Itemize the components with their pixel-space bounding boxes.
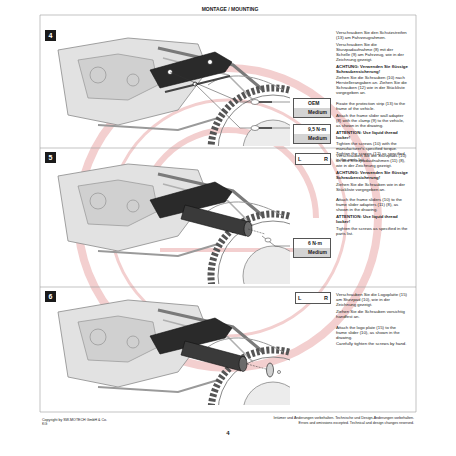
side-letter: L: [298, 154, 301, 164]
step-number: 5: [45, 152, 56, 163]
frame-edge: [416, 15, 417, 412]
step-number: 6: [45, 291, 56, 302]
torque-box: OEMMedium: [293, 98, 331, 118]
header-rule: [40, 15, 416, 16]
page-header: MONTAGE / MOUNTING: [150, 6, 310, 12]
side-letter: R: [324, 293, 328, 303]
instruction-text: Attach the frame slider wall adapter (8)…: [336, 113, 408, 128]
panel-divider: [40, 287, 416, 288]
instruction-text: Ziehen Sie die Schrauben wie in der Stüc…: [336, 182, 408, 192]
threadlock-strength: Medium: [294, 134, 330, 143]
screw: [278, 371, 281, 374]
warning-text: ACHTUNG: Verwenden Sie flüssige Schraube…: [336, 64, 408, 74]
instruction-text: Carefully tighten the screws by hand.: [336, 341, 408, 346]
instruction-text: Fixate the protection strip (13) to the …: [336, 101, 408, 111]
footer-rule: [40, 412, 416, 413]
motorcycle-frame: [58, 300, 290, 405]
screw-symbol: [251, 126, 259, 131]
frame-slider: [181, 341, 245, 371]
step-illustration: [58, 300, 290, 405]
instruction-column: Verschrauben Sie die Logoplatte (15) am …: [336, 292, 408, 348]
frame-slider: [181, 205, 250, 236]
torque-value: 6 N·m: [294, 239, 330, 248]
step-label: 6: [49, 293, 53, 300]
screw-shaft: [259, 102, 272, 128]
leader-lines: [262, 236, 290, 246]
assembly-axis: [247, 364, 266, 369]
disclaimer-note: Errors and omissions excepted. Technical…: [250, 421, 414, 425]
assembly-axis: [248, 229, 265, 234]
torque-value: 9,5 N·m: [294, 125, 330, 134]
torque-box: 6 N·mMedium: [293, 238, 331, 258]
instruction-text: Ziehen Sie die Schrauben (10) nach Herst…: [336, 75, 408, 95]
step-illustration: [58, 38, 290, 146]
step-label: 4: [49, 32, 53, 39]
motorcycle-frame: [58, 164, 290, 284]
side-letter: L: [298, 293, 301, 303]
frame-edge: [40, 15, 41, 412]
screw: [208, 60, 213, 65]
instruction-column: Verschrauben Sie den Schutzstreifen (13)…: [336, 30, 408, 163]
leader-line: [262, 236, 290, 246]
warning-text: ACHTUNG: Verwenden Sie flüssige Schraube…: [336, 170, 408, 180]
step-illustration: [58, 164, 290, 284]
warning-text: ATTENTION: Use liquid thread locker!: [336, 214, 408, 224]
side-icon-box: LR: [295, 292, 331, 304]
instruction-text: Tighten the screws as specified in the p…: [336, 226, 408, 236]
leader-lines: [170, 72, 290, 131]
step-label: 5: [49, 154, 53, 161]
side-letter: R: [324, 154, 328, 164]
motorcycle-frame: [58, 38, 290, 146]
leader-line: [195, 84, 290, 128]
warning-text: ATTENTION: Use liquid thread locker!: [336, 130, 408, 140]
screw-symbol: [251, 100, 259, 105]
threadlock-strength: Medium: [294, 108, 330, 117]
instruction-text: Attach the logo plate (15) to the frame …: [336, 325, 408, 340]
threadlock-strength: Medium: [294, 248, 330, 257]
leader-line: [170, 72, 290, 102]
logo-plate: [267, 363, 274, 377]
instruction-text: Verschrauben Sie den Schutzstreifen (13)…: [336, 30, 408, 40]
slider-adapter: [150, 52, 232, 88]
slider-end: [239, 357, 247, 372]
instruction-text: Verschrauben Sie die Sturzpadaufnahme (8…: [336, 42, 408, 62]
step-number: 4: [45, 30, 56, 41]
instruction-column: Verschrauben Sie die Sturzpads (10) an d…: [336, 153, 408, 237]
torque-value: OEM: [294, 99, 330, 108]
copyright-note: Copyright by SW-MOTECH GmbH & Co. KG: [42, 418, 112, 427]
page-number: 4: [218, 430, 238, 437]
instruction-text: Attach the frame sliders (10) to the fra…: [336, 197, 408, 212]
torque-box: 9,5 N·mMedium: [293, 124, 331, 144]
instruction-text: Verschrauben Sie die Logoplatte (15) am …: [336, 292, 408, 307]
instruction-text: Verschrauben Sie die Sturzpads (10) an d…: [336, 153, 408, 168]
side-icon-box: LR: [295, 153, 331, 165]
instruction-text: Ziehen Sie die Schrauben vorsichtig hand…: [336, 309, 408, 319]
disclaimer-note: Irrtümer und Änderungen vorbehalten. Tec…: [250, 416, 414, 420]
screw-symbol: [265, 238, 271, 242]
